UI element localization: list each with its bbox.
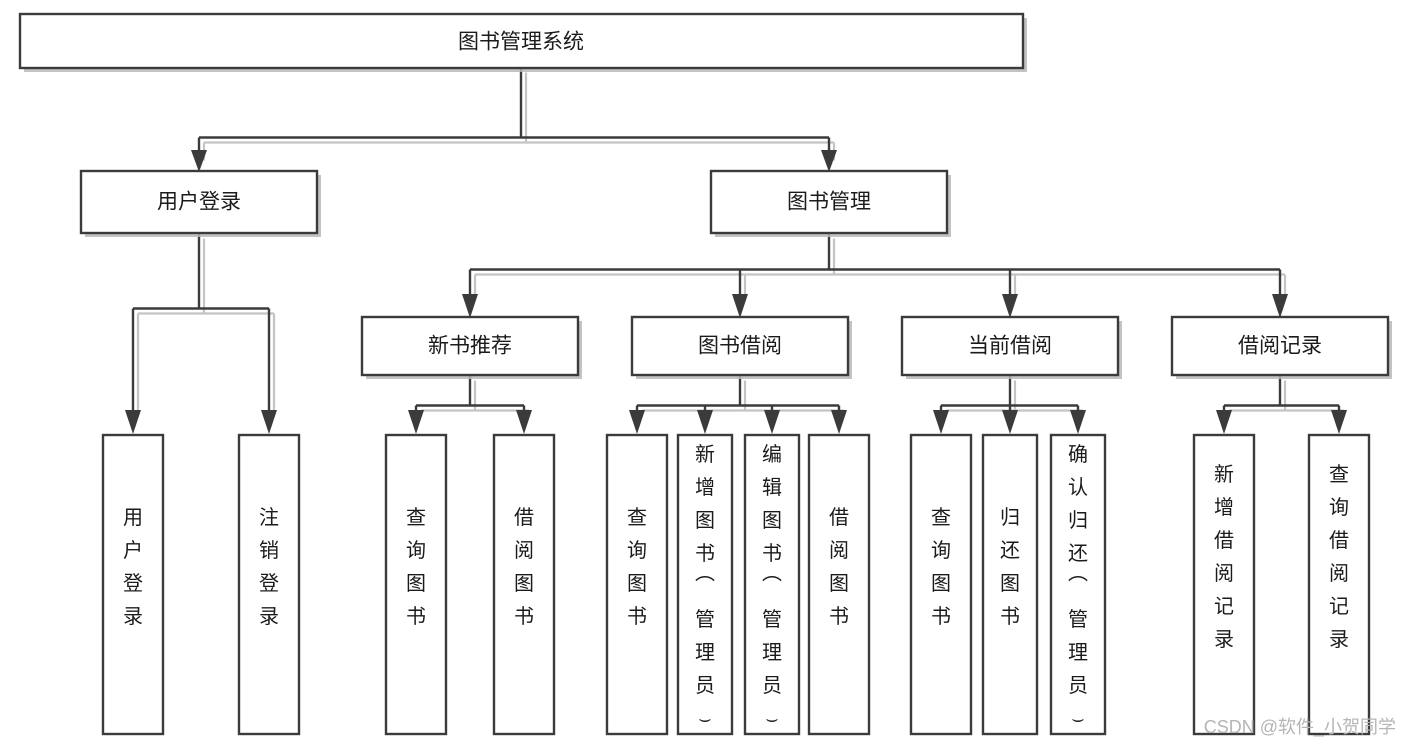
connector-layer <box>125 68 1347 434</box>
node-borrow-record-label: 借阅记录 <box>1238 335 1322 358</box>
node-leaf-borrow-book-1[interactable]: 借阅图书 <box>492 433 556 736</box>
connector-current-borrow-to-leaves <box>933 375 1086 434</box>
leaf-layer: 用户登录 注销登录 查询图书 借阅图书 查询图书 新增图书⌒管理员⌣ <box>101 433 1371 736</box>
node-leaf-edit-book[interactable]: 编辑图书⌒管理员⌣ <box>743 433 801 736</box>
node-leaf-return-book[interactable]: 归还图书 <box>981 433 1039 736</box>
node-new-book-rec-box[interactable] <box>360 315 580 377</box>
node-leaf-query-record-box[interactable] <box>1307 433 1371 736</box>
node-leaf-add-record[interactable]: 新增借阅记录 <box>1192 433 1256 736</box>
node-new-book-rec[interactable]: 新书推荐 <box>360 315 582 379</box>
node-leaf-confirm-return-box[interactable] <box>1049 433 1107 736</box>
node-leaf-logout-label: 注销登录 <box>259 506 279 628</box>
node-leaf-add-book-box[interactable] <box>676 433 734 736</box>
node-current-borrow-box[interactable] <box>900 315 1120 377</box>
node-leaf-query-book-2[interactable]: 查询图书 <box>605 433 669 736</box>
arrow-head-user-login <box>191 150 207 172</box>
arrow-head-leaf-logout <box>261 410 277 434</box>
connector-new-book-rec-to-leaves <box>408 375 532 434</box>
node-current-borrow-label: 当前借阅 <box>968 335 1052 358</box>
node-leaf-confirm-return[interactable]: 确认归还⌒管理员⌣ <box>1049 433 1107 736</box>
node-leaf-user-login-box[interactable] <box>101 433 165 736</box>
node-book-manage-label: 图书管理 <box>787 191 871 214</box>
node-leaf-query-record-label: 查询借阅记录 <box>1329 463 1349 651</box>
node-leaf-borrow-book-2[interactable]: 借阅图书 <box>807 433 871 736</box>
node-user-login-label: 用户登录 <box>157 191 241 214</box>
node-leaf-user-login[interactable]: 用户登录 <box>101 433 165 736</box>
node-leaf-return-book-box[interactable] <box>981 433 1039 736</box>
arrow-head-leaf-add-book <box>697 410 713 434</box>
node-leaf-borrow-book-2-box[interactable] <box>807 433 871 736</box>
node-root[interactable]: 图书管理系统 <box>18 12 1027 72</box>
node-root-box[interactable] <box>18 12 1025 70</box>
connector-borrow-record-to-leaves <box>1216 375 1347 434</box>
node-leaf-borrow-book-2-label: 借阅图书 <box>829 506 849 628</box>
node-current-borrow[interactable]: 当前借阅 <box>900 315 1122 379</box>
arrow-head-leaf-user-login <box>125 410 141 434</box>
node-leaf-edit-book-label: 编辑图书⌒管理员⌣ <box>762 443 782 730</box>
node-leaf-confirm-return-label: 确认归还⌒管理员⌣ <box>1068 443 1088 730</box>
arrow-head-leaf-query-book-3 <box>933 410 949 434</box>
node-leaf-return-book-label: 归还图书 <box>1000 506 1020 628</box>
node-leaf-query-book-3[interactable]: 查询图书 <box>909 433 973 736</box>
node-borrow-record[interactable]: 借阅记录 <box>1170 315 1392 379</box>
connector-root-to-level1 <box>191 68 837 172</box>
arrow-head-borrow-record <box>1272 294 1288 318</box>
node-book-manage-box[interactable] <box>709 169 949 235</box>
node-leaf-add-book[interactable]: 新增图书⌒管理员⌣ <box>676 433 734 736</box>
arrow-head-leaf-query-book-1 <box>408 410 424 434</box>
node-book-borrow-box[interactable] <box>630 315 850 377</box>
node-leaf-edit-book-box[interactable] <box>743 433 801 736</box>
node-leaf-add-record-box[interactable] <box>1192 433 1256 736</box>
csdn-watermark: CSDN @软件_小贺同学 <box>1204 717 1396 738</box>
arrow-head-leaf-borrow-book-1 <box>516 410 532 434</box>
node-leaf-query-book-2-label: 查询图书 <box>627 506 647 628</box>
arrow-head-leaf-query-book-2 <box>629 410 645 434</box>
node-leaf-add-book-label: 新增图书⌒管理员⌣ <box>695 443 715 730</box>
node-leaf-query-book-1-label: 查询图书 <box>406 506 426 628</box>
node-root-label: 图书管理系统 <box>458 31 584 54</box>
node-leaf-query-record[interactable]: 查询借阅记录 <box>1307 433 1371 736</box>
node-book-borrow-label: 图书借阅 <box>698 335 782 358</box>
arrow-head-leaf-add-record <box>1216 410 1232 434</box>
node-user-login[interactable]: 用户登录 <box>79 169 321 237</box>
node-leaf-query-book-2-box[interactable] <box>605 433 669 736</box>
node-leaf-add-record-label: 新增借阅记录 <box>1214 463 1234 651</box>
arrow-head-leaf-borrow-book-2 <box>831 410 847 434</box>
node-leaf-query-book-1[interactable]: 查询图书 <box>384 433 448 736</box>
connector-book-borrow-to-leaves <box>629 375 847 434</box>
arrow-head-book-manage <box>821 150 837 172</box>
arrow-head-leaf-edit-book <box>764 410 780 434</box>
node-borrow-record-box[interactable] <box>1170 315 1390 377</box>
node-leaf-borrow-book-1-label: 借阅图书 <box>514 506 534 628</box>
node-new-book-rec-label: 新书推荐 <box>428 335 512 358</box>
node-leaf-logout[interactable]: 注销登录 <box>237 433 301 736</box>
node-leaf-query-book-3-label: 查询图书 <box>931 506 951 628</box>
connector-user-login-to-leaves <box>125 233 277 434</box>
node-leaf-query-book-1-box[interactable] <box>384 433 448 736</box>
node-leaf-logout-box[interactable] <box>237 433 301 736</box>
node-book-borrow[interactable]: 图书借阅 <box>630 315 852 379</box>
node-leaf-borrow-book-1-box[interactable] <box>492 433 556 736</box>
node-leaf-query-book-3-box[interactable] <box>909 433 973 736</box>
arrow-head-leaf-confirm-return <box>1070 410 1086 434</box>
connector-book-manage-to-level2 <box>462 233 1288 318</box>
node-user-login-box[interactable] <box>79 169 319 235</box>
arrow-head-current-borrow <box>1002 294 1018 318</box>
node-leaf-user-login-label: 用户登录 <box>123 507 143 628</box>
node-book-manage[interactable]: 图书管理 <box>709 169 951 237</box>
arrow-head-leaf-query-record <box>1331 410 1347 434</box>
arrow-head-new-book-rec <box>462 294 478 318</box>
arrow-head-book-borrow <box>732 294 748 318</box>
arrow-head-leaf-return-book <box>1002 410 1018 434</box>
